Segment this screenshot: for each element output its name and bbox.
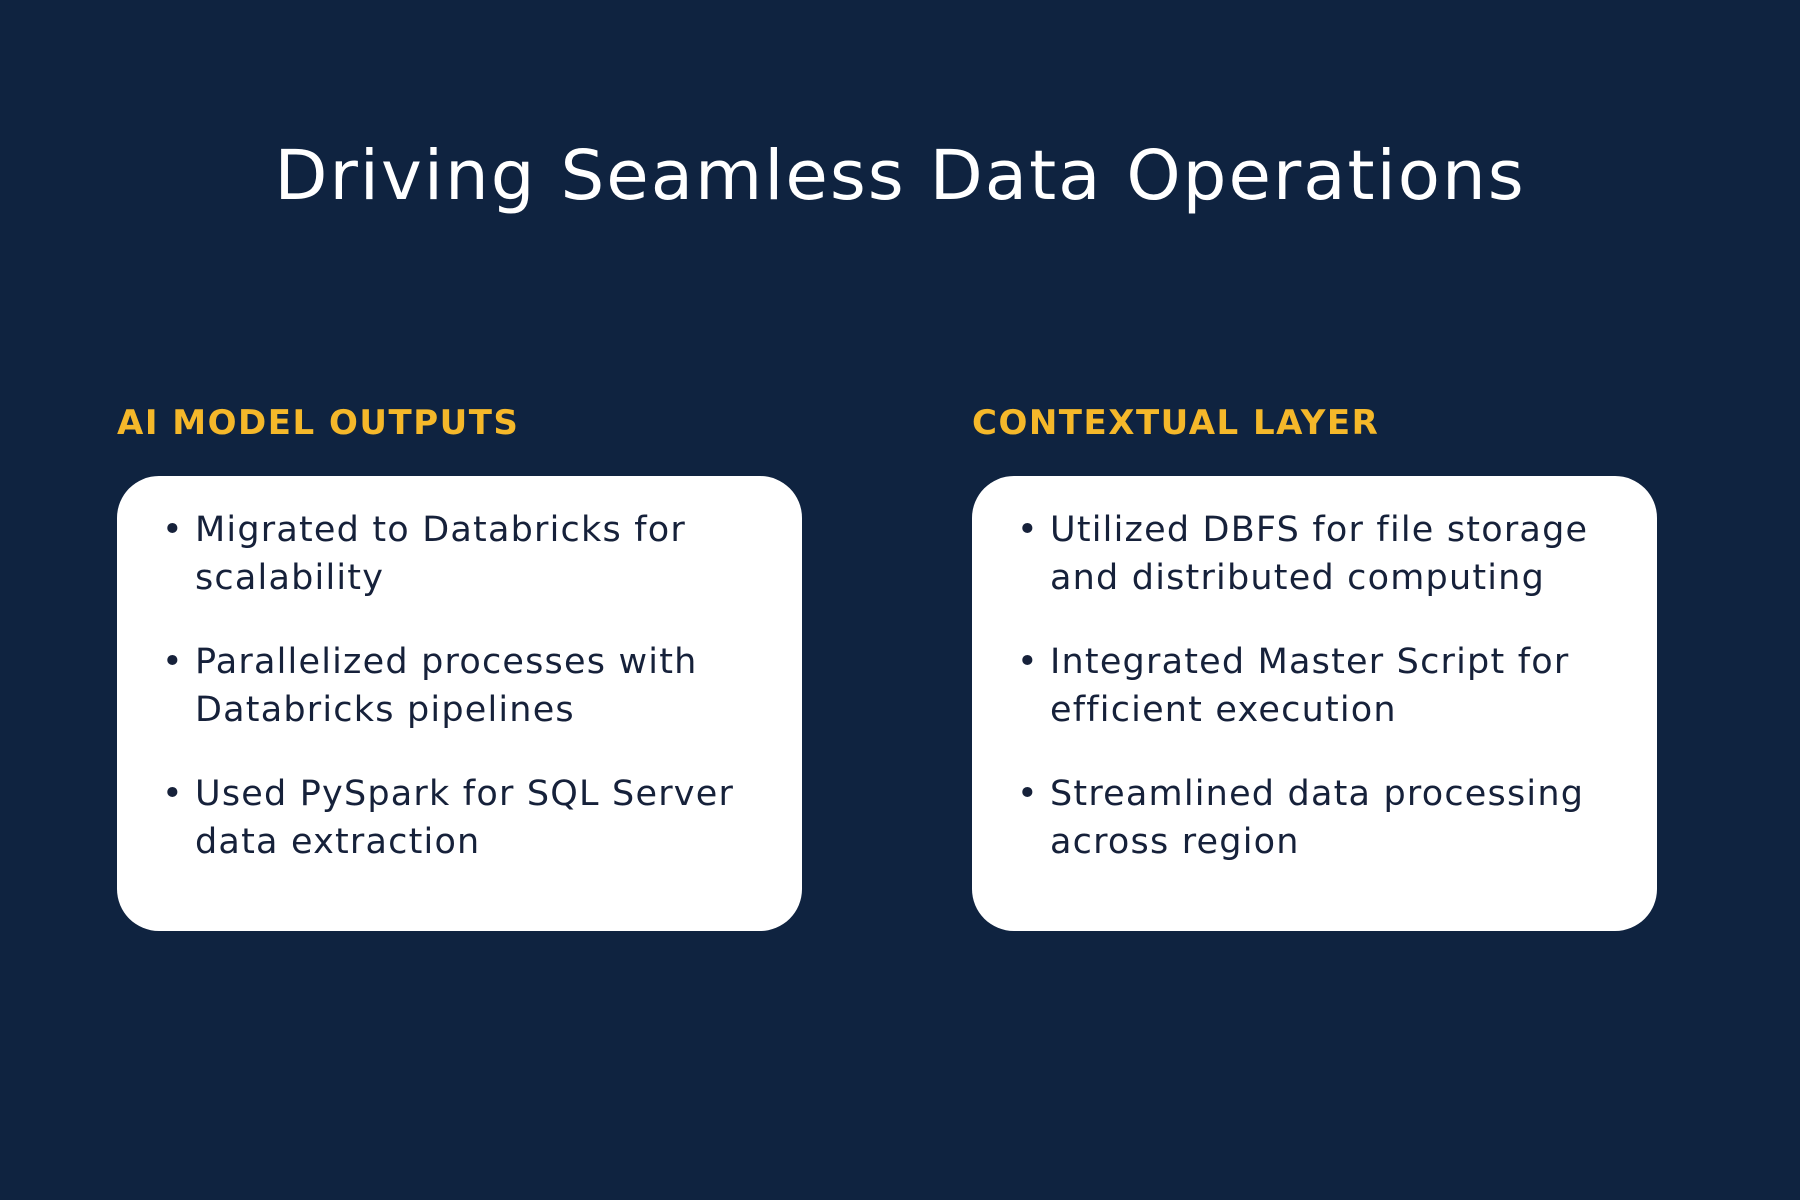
bullet-list: •Migrated to Databricks for scalability …	[162, 506, 782, 866]
column-contextual-layer: CONTEXTUAL LAYER • Utilized DBFS for file…	[972, 398, 1657, 931]
bullet-icon: •	[162, 774, 184, 814]
card-ai-model-outputs: •Migrated to Databricks for scalability …	[117, 476, 802, 931]
column-heading: AI MODEL OUTPUTS	[117, 403, 520, 443]
column-ai-model-outputs: AI MODEL OUTPUTS • Migrated to Databricks…	[117, 398, 802, 931]
list-item: • Utilized DBFS for file storage and dist…	[1017, 506, 1637, 602]
bullet-icon: •	[1017, 642, 1039, 682]
card-contextual-layer: • Utilized DBFS for file storage and dist…	[972, 476, 1657, 931]
list-item: • Parallelized processes with Databricks …	[162, 638, 782, 734]
list-item: • Used PySpark for SQL Server data extrac…	[162, 770, 782, 866]
list-item-text: Streamlined data processing across regio…	[1050, 774, 1585, 862]
bullet-list: • Utilized DBFS for file storage and dist…	[1017, 506, 1637, 866]
bullet-icon: •	[1017, 510, 1039, 550]
bullet-icon: •	[1017, 774, 1039, 814]
column-heading: CONTEXTUAL LAYER	[972, 403, 1380, 443]
list-item-text: Migrated to Databricks for scalability	[195, 510, 686, 598]
list-item: • Streamlined data processing across regi…	[1017, 770, 1637, 866]
list-item-text: Integrated Master Script for efficient e…	[1050, 642, 1570, 730]
page-title: Driving Seamless Data Operations	[274, 136, 1526, 216]
list-item-text: Used PySpark for SQL Server data extract…	[195, 774, 735, 862]
list-item-text: Utilized DBFS for file storage and distr…	[1050, 510, 1589, 598]
bullet-icon: •	[162, 642, 184, 682]
bullet-icon: •	[162, 510, 184, 550]
list-item-text: Parallelized processes with Databricks p…	[195, 642, 698, 730]
list-item: • Migrated to Databricks for scalability	[162, 506, 782, 602]
list-item: • Integrated Master Script for efficient …	[1017, 638, 1637, 734]
